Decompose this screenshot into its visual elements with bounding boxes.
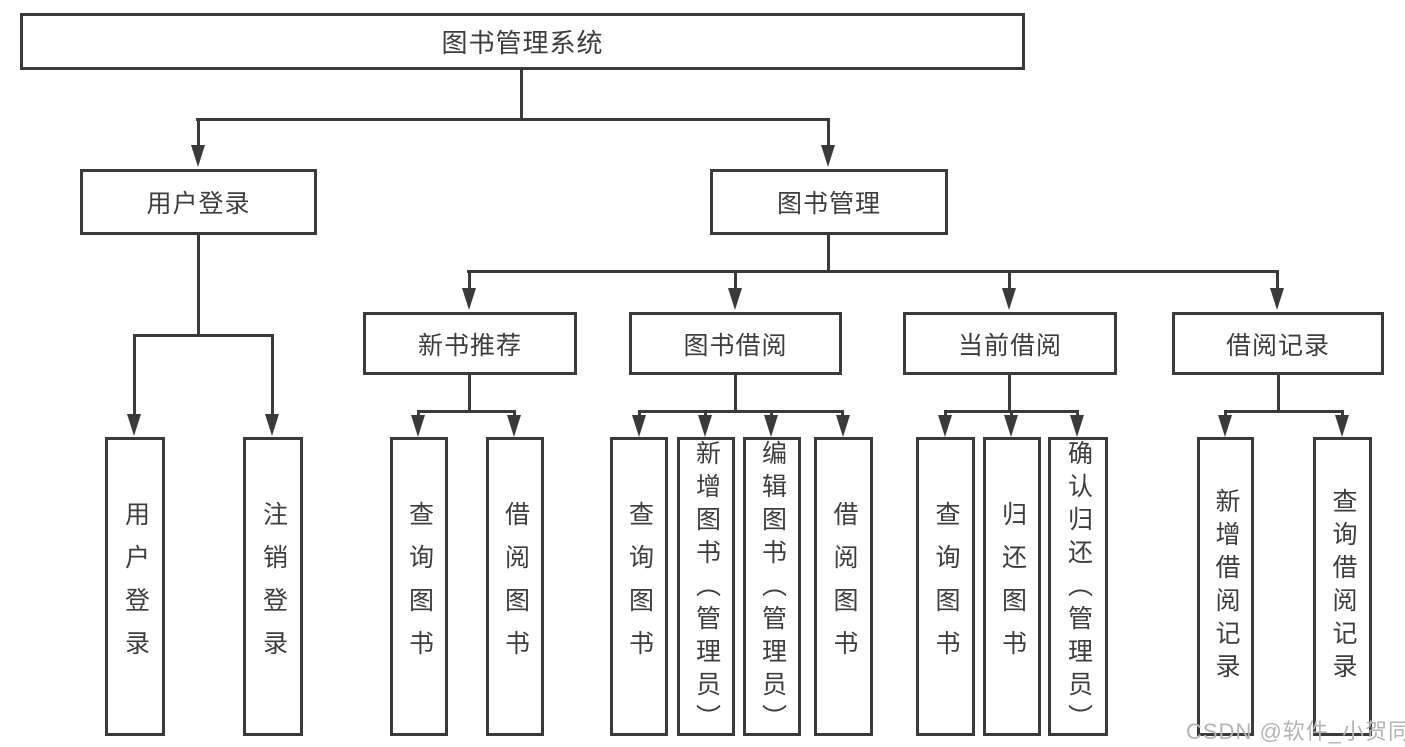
- connector-stem: [1076, 410, 1079, 418]
- connector-stem: [468, 374, 471, 410]
- arrowhead-icon: [507, 415, 521, 437]
- connector-stem: [734, 270, 737, 290]
- connector-horizontal: [417, 410, 516, 413]
- arrowhead-icon: [1270, 288, 1284, 310]
- leaf-query-books-borrowing: 查询图书: [610, 437, 668, 736]
- leaf-label: 新增借阅记录: [1212, 487, 1240, 686]
- connector-stem: [1224, 410, 1227, 418]
- connector-stem: [944, 410, 947, 418]
- arrowhead-icon: [1002, 288, 1016, 310]
- arrowhead-icon: [698, 415, 712, 437]
- leaf-add-books-admin: 新增图书（管理员）: [677, 437, 735, 737]
- arrowhead-icon: [821, 145, 835, 167]
- arrowhead-icon: [411, 415, 425, 437]
- arrowhead-icon: [191, 145, 205, 167]
- leaf-label: 编辑图书（管理员）: [758, 440, 787, 737]
- arrowhead-icon: [265, 414, 279, 436]
- connector-stem: [1277, 374, 1280, 410]
- leaf-label: 查询图书: [625, 500, 654, 673]
- node-label: 借阅记录: [1225, 331, 1330, 360]
- arrowhead-icon: [764, 415, 778, 437]
- connector-stem: [770, 410, 773, 418]
- leaf-label: 新增图书（管理员）: [692, 440, 721, 737]
- node-label: 图书借阅: [683, 331, 788, 360]
- arrowhead-icon: [728, 288, 742, 310]
- connector-stem: [513, 410, 516, 418]
- leaf-label: 确认归还（管理员）: [1064, 440, 1093, 737]
- node-label: 当前借阅: [957, 331, 1062, 360]
- connector-stem: [1010, 410, 1013, 418]
- connector-book-mgmt-vertical: [827, 234, 830, 270]
- node-label: 新书推荐: [417, 331, 522, 360]
- connector-stem: [271, 334, 274, 414]
- connector-stem: [1008, 270, 1011, 290]
- leaf-return-books: 归还图书: [983, 437, 1041, 736]
- connector-user-login-horizontal: [133, 334, 274, 337]
- connector-stem: [133, 334, 136, 414]
- leaf-query-borrow-record: 查询借阅记录: [1313, 437, 1372, 736]
- arrowhead-icon: [1004, 415, 1018, 437]
- leaf-query-books-recommend: 查询图书: [390, 437, 448, 736]
- connector-horizontal: [1224, 410, 1344, 413]
- connector-stem: [468, 270, 471, 290]
- node-label: 用户登录: [146, 190, 251, 218]
- node-new-book-recommend: 新书推荐: [363, 312, 577, 375]
- arrowhead-icon: [1218, 415, 1232, 437]
- connector-horizontal: [638, 410, 844, 413]
- connector-stem: [197, 118, 200, 146]
- connector-stem: [417, 410, 420, 418]
- leaf-label: 查询借阅记录: [1329, 487, 1357, 686]
- arrowhead-icon: [1070, 415, 1084, 437]
- connector-level2-horizontal: [467, 270, 1279, 273]
- leaf-borrow-books-recommend: 借阅图书: [486, 437, 544, 736]
- leaf-label: 借阅图书: [501, 500, 530, 673]
- connector-root-vertical: [520, 69, 523, 118]
- node-user-login: 用户登录: [80, 169, 317, 235]
- connector-stem: [827, 118, 830, 146]
- node-borrowing-records: 借阅记录: [1172, 312, 1384, 375]
- node-label: 图书管理系统: [441, 28, 604, 58]
- leaf-borrow-books: 借阅图书: [814, 437, 873, 736]
- connector-stem: [638, 410, 641, 418]
- leaf-label: 注销登录: [259, 500, 288, 673]
- arrowhead-icon: [836, 415, 850, 437]
- arrowhead-icon: [462, 288, 476, 310]
- node-book-borrowing: 图书借阅: [629, 312, 842, 375]
- arrowhead-icon: [938, 415, 952, 437]
- connector-stem: [1341, 410, 1344, 418]
- leaf-label: 查询图书: [932, 500, 960, 673]
- connector-user-login-vertical: [197, 234, 200, 334]
- leaf-add-borrow-record: 新增借阅记录: [1197, 437, 1254, 736]
- leaf-logout: 注销登录: [243, 437, 303, 736]
- leaf-label: 归还图书: [998, 500, 1027, 673]
- leaf-user-login: 用户登录: [105, 437, 165, 736]
- node-library-management-system: 图书管理系统: [20, 13, 1025, 70]
- leaf-confirm-return-admin: 确认归还（管理员）: [1048, 437, 1108, 737]
- connector-stem: [1008, 374, 1011, 410]
- leaf-label: 用户登录: [121, 500, 150, 673]
- arrowhead-icon: [127, 414, 141, 436]
- leaf-query-books-current: 查询图书: [916, 437, 975, 736]
- csdn-watermark: CSDN @软件_小贺同学: [1186, 719, 1405, 744]
- leaf-label: 借阅图书: [830, 500, 858, 673]
- leaf-label: 查询图书: [405, 500, 434, 673]
- leaf-edit-books-admin: 编辑图书（管理员）: [743, 437, 801, 737]
- connector-level1-horizontal: [196, 118, 830, 121]
- arrowhead-icon: [1335, 415, 1349, 437]
- node-current-borrowing: 当前借阅: [903, 312, 1117, 375]
- node-label: 图书管理: [776, 190, 881, 218]
- connector-stem: [1276, 270, 1279, 290]
- connector-stem: [841, 410, 844, 418]
- node-book-management: 图书管理: [710, 169, 948, 235]
- connector-stem: [734, 374, 737, 410]
- connector-stem: [704, 410, 707, 418]
- arrowhead-icon: [632, 415, 646, 437]
